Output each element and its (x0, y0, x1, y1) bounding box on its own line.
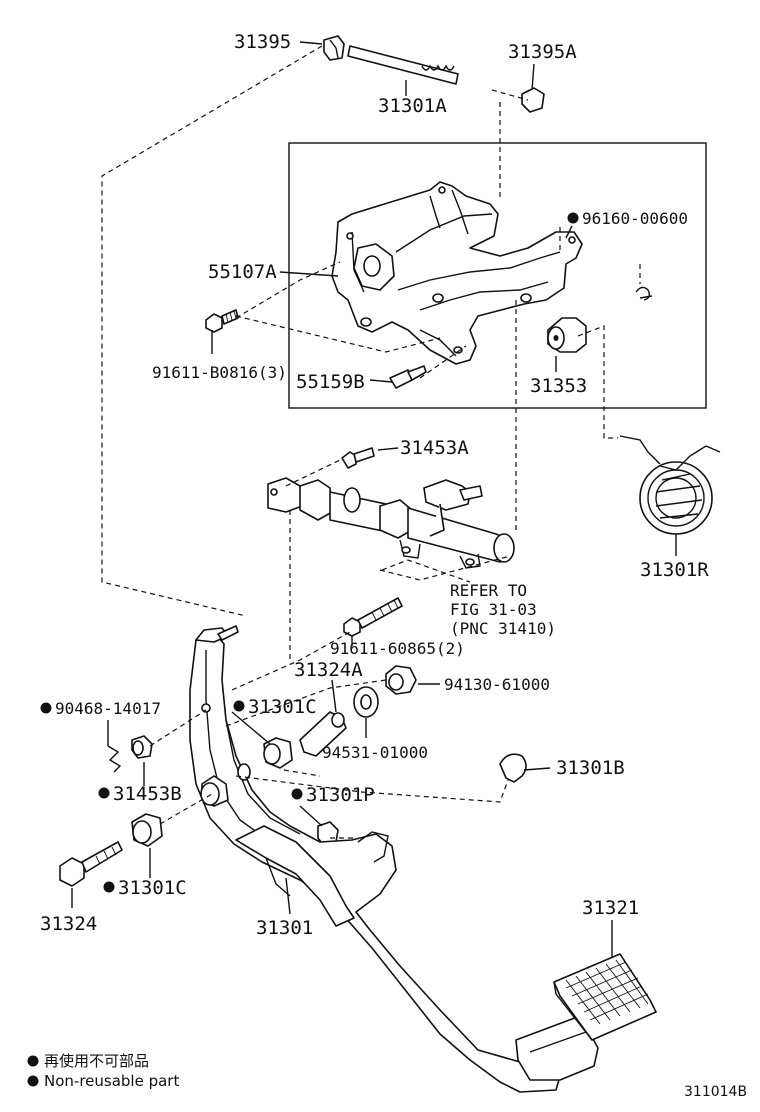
label-31301B: 31301B (556, 757, 625, 779)
clip-96160-00600 (635, 286, 653, 301)
label-31395A: 31395A (508, 41, 577, 63)
spring-31301R (619, 435, 721, 535)
refer-fig-text: FIG 31-03 (450, 600, 537, 619)
label-31301C-lower: 31301C (118, 877, 187, 899)
bushing-31453B (131, 735, 153, 759)
non-reusable-dot (291, 788, 303, 800)
label-31301: 31301 (256, 917, 313, 939)
bolt-31453A (341, 447, 375, 469)
label-91611-B0816: 91611-B0816(3) (152, 363, 287, 382)
legend-japanese: 再使用不可部品 (44, 1052, 149, 1070)
label-31301R: 31301R (640, 559, 709, 581)
bolt-91611-B0816 (205, 309, 239, 333)
pedal-arm-31301 (189, 625, 599, 1093)
non-reusable-dot (103, 881, 115, 893)
label-31301C-upper: 31301C (248, 696, 317, 718)
non-reusable-dot (98, 787, 110, 799)
master-cylinder (267, 477, 515, 569)
label-31301P: 31301P (306, 784, 375, 806)
label-31453B: 31453B (113, 783, 182, 805)
pin-90468-14017 (107, 745, 122, 773)
label-91611-60865: 91611-60865(2) (330, 639, 465, 658)
leader-lines (71, 41, 677, 958)
figure-code: 311014B (684, 1084, 747, 1100)
refer-pnc-text: (PNC 31410) (450, 619, 556, 638)
label-55159B: 55159B (296, 371, 365, 393)
pin-31301A (347, 45, 459, 85)
bracket-55107A (331, 181, 583, 365)
bushing-31301C-upper (263, 737, 293, 769)
bolt-91611-60865 (343, 597, 403, 637)
washer-94531-01000 (353, 686, 379, 718)
label-31395: 31395 (234, 31, 291, 53)
non-reusable-dot (233, 700, 245, 712)
refer-to-text: REFER TO (450, 581, 527, 600)
guide-lines (101, 45, 641, 839)
label-31324A: 31324A (294, 659, 363, 681)
bushing-31301C-lower (131, 813, 163, 847)
non-reusable-dot (40, 702, 52, 714)
bushing-31353 (547, 317, 587, 353)
clip-31395A (521, 87, 545, 113)
collar-31324A (299, 711, 347, 757)
legend-dot (27, 1055, 39, 1067)
non-reusable-dot (567, 212, 579, 224)
label-31453A: 31453A (400, 437, 469, 459)
label-31324: 31324 (40, 913, 97, 935)
label-31301A: 31301A (378, 95, 447, 117)
legend-dot (27, 1075, 39, 1087)
pedal-pad-31321 (553, 953, 657, 1041)
label-94130-61000: 94130-61000 (444, 675, 550, 694)
label-55107A: 55107A (208, 261, 277, 283)
legend-english: Non-reusable part (44, 1072, 179, 1090)
label-31353: 31353 (530, 375, 587, 397)
label-31321: 31321 (582, 897, 639, 919)
clip-31395 (323, 35, 345, 61)
label-96160-00600: 96160-00600 (582, 209, 688, 228)
bolt-31324 (59, 841, 123, 887)
nut-94130-61000 (385, 665, 417, 695)
stopper-31301B (499, 753, 527, 783)
bracket-assembly-frame (288, 142, 707, 409)
label-90468-14017: 90468-14017 (55, 699, 161, 718)
label-94531-01000: 94531-01000 (322, 743, 428, 762)
bolt-55159B (389, 365, 427, 389)
